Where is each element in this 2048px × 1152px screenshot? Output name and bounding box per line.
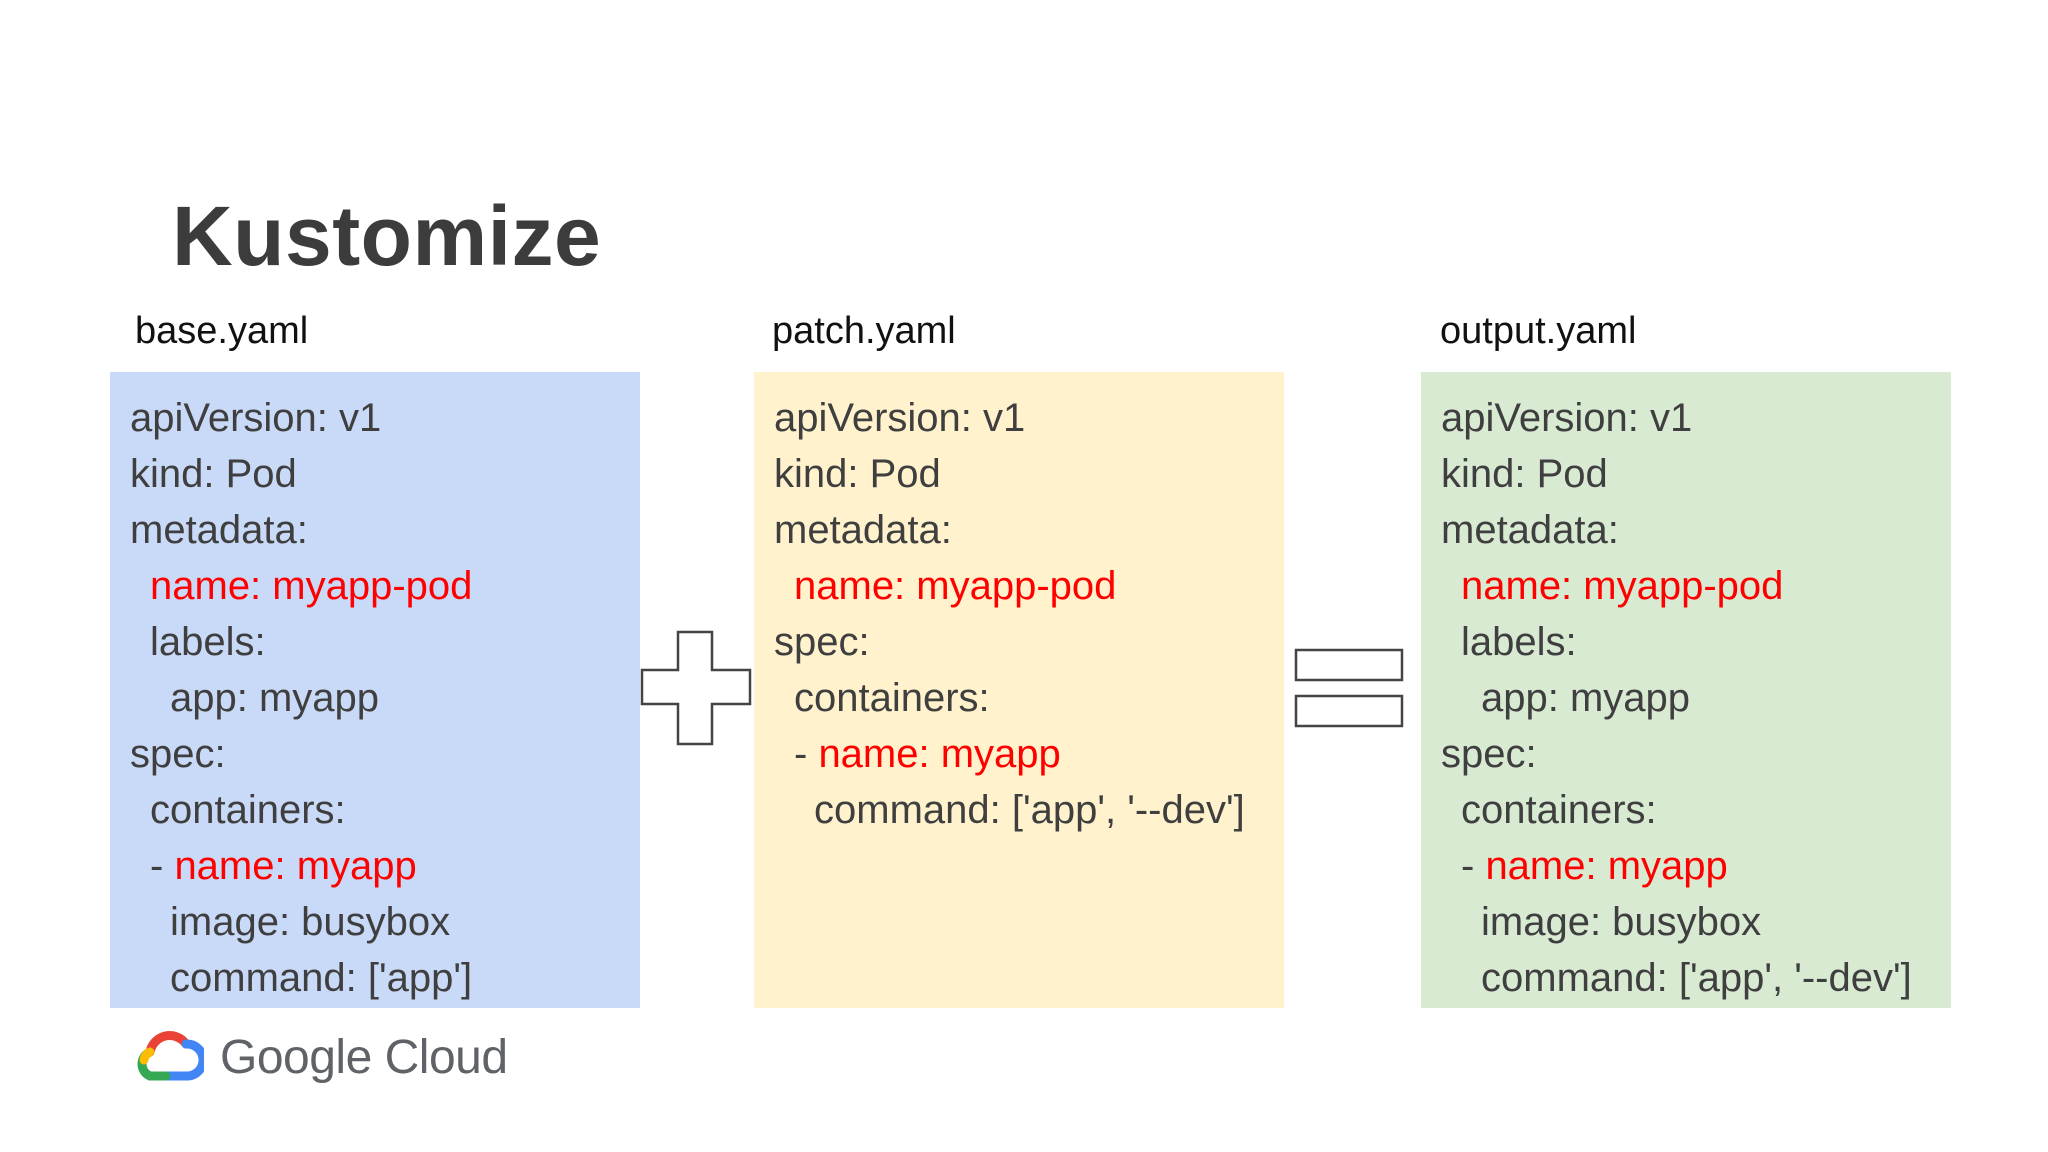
code-line: - name: myapp [130,838,640,894]
code-list-marker: - [150,844,175,888]
code-text: command: ['app', '--dev'] [1481,956,1912,1000]
code-line: kind: Pod [774,446,1284,502]
code-text: containers: [150,788,346,832]
code-text: labels: [150,620,266,664]
code-text: apiVersion: v1 [130,396,382,440]
code-line: apiVersion: v1 [774,390,1284,446]
code-line: labels: [1441,614,1951,670]
base-yaml-label: base.yaml [135,310,309,352]
code-text: containers: [794,676,990,720]
code-line: app: myapp [130,670,640,726]
code-line: spec: [1441,726,1951,782]
code-line: labels: [130,614,640,670]
code-line: metadata: [1441,502,1951,558]
code-text: spec: [130,732,226,776]
code-line: spec: [774,614,1284,670]
plus-icon [640,630,752,746]
code-line: metadata: [130,502,640,558]
code-text: app: myapp [1481,676,1691,720]
code-text: image: busybox [170,900,451,944]
code-line: containers: [774,670,1284,726]
output-yaml-label: output.yaml [1440,310,1637,352]
code-text: app: myapp [170,676,380,720]
code-line: app: myapp [1441,670,1951,726]
code-line: kind: Pod [130,446,640,502]
output-yaml-panel: apiVersion: v1 kind: Pod metadata: name: my… [1421,372,1951,1008]
patch-yaml-label: patch.yaml [772,310,956,352]
code-text: spec: [1441,732,1537,776]
code-line: containers: [130,782,640,838]
code-text: apiVersion: v1 [1441,396,1693,440]
code-line: spec: [130,726,640,782]
code-text-highlighted: name: myapp [818,732,1061,776]
google-cloud-logo-icon [137,1031,204,1081]
code-line: apiVersion: v1 [1441,390,1951,446]
code-text-highlighted: name: myapp-pod [794,564,1117,608]
google-cloud-wordmark: Google Cloud [220,1031,508,1084]
code-text: kind: Pod [774,452,941,496]
code-line: command: ['app', '--dev'] [1441,950,1951,1006]
code-text: spec: [774,620,870,664]
code-line: - name: myapp [1441,838,1951,894]
code-text-highlighted: name: myapp-pod [150,564,473,608]
code-line: name: myapp-pod [1441,558,1951,614]
code-line: name: myapp-pod [774,558,1284,614]
code-text: containers: [1461,788,1657,832]
slide-title: Kustomize [172,189,602,283]
code-line: - name: myapp [774,726,1284,782]
code-text: labels: [1461,620,1577,664]
code-text: apiVersion: v1 [774,396,1026,440]
code-text: metadata: [774,508,952,552]
code-line: name: myapp-pod [130,558,640,614]
code-line: kind: Pod [1441,446,1951,502]
equals-icon [1294,648,1404,728]
base-yaml-panel: apiVersion: v1 kind: Pod metadata: name: my… [110,372,640,1008]
code-text: command: ['app'] [170,956,473,1000]
code-text: kind: Pod [130,452,297,496]
code-text: kind: Pod [1441,452,1608,496]
code-list-marker: - [1461,844,1486,888]
code-line: image: busybox [130,894,640,950]
code-text: metadata: [130,508,308,552]
code-line: command: ['app'] [130,950,640,1006]
google-cloud-logo: Google Cloud [136,1026,508,1090]
code-line: image: busybox [1441,894,1951,950]
code-text-highlighted: name: myapp [1485,844,1728,888]
code-text-highlighted: name: myapp-pod [1461,564,1784,608]
code-line: command: ['app', '--dev'] [774,782,1284,838]
code-text-highlighted: name: myapp [174,844,417,888]
code-text: image: busybox [1481,900,1762,944]
patch-yaml-panel: apiVersion: v1 kind: Pod metadata: name: my… [754,372,1284,1008]
code-line: apiVersion: v1 [130,390,640,446]
code-text: command: ['app', '--dev'] [814,788,1245,832]
code-line: containers: [1441,782,1951,838]
code-list-marker: - [794,732,819,776]
code-text: metadata: [1441,508,1619,552]
code-line: metadata: [774,502,1284,558]
